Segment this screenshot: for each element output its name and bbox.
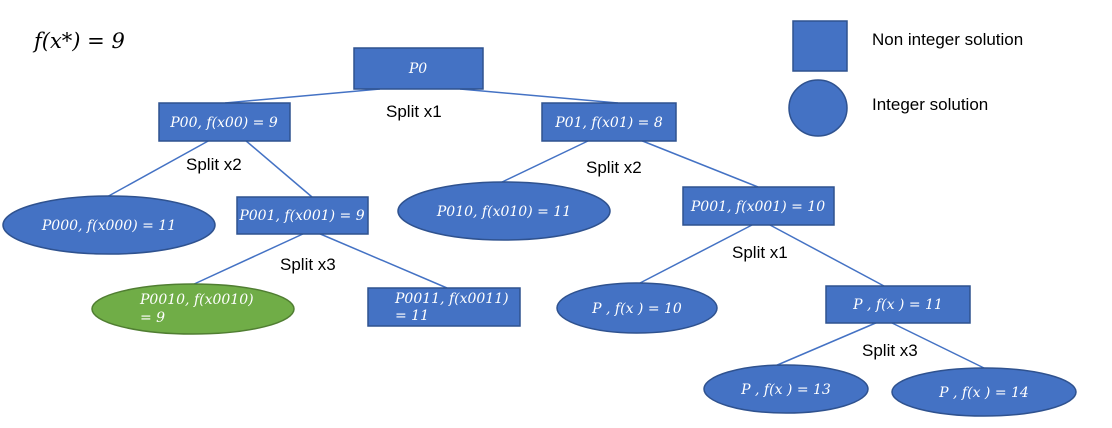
objective-value: f(x*) = 9 <box>32 29 125 53</box>
node-p0111: P , f(x ) = 11 <box>825 285 971 324</box>
split-label-root: Split x1 <box>386 102 442 121</box>
node-p00-label: P00, f(x00) = 9 <box>169 115 278 131</box>
node-p0011-label-line2: = 11 <box>395 308 429 324</box>
split-label-p011: Split x1 <box>732 243 788 262</box>
split-label-p00: Split x2 <box>186 155 242 174</box>
edge-p011-p0111 <box>769 224 885 287</box>
edge-p00-p000 <box>104 139 211 199</box>
node-p00: P00, f(x00) = 9 <box>158 102 291 142</box>
edge-p0-p01 <box>459 88 619 104</box>
split-label-p0111: Split x3 <box>862 341 918 360</box>
node-p001-label: P001, f(x001) = 9 <box>238 208 364 224</box>
edge-p001-p0010 <box>191 232 306 286</box>
node-p0: P0 <box>353 47 484 90</box>
node-p01: P01, f(x01) = 8 <box>541 102 677 142</box>
node-p0-label: P0 <box>408 61 427 77</box>
legend-rect-swatch <box>792 20 848 72</box>
edge-p0-p00 <box>224 88 381 104</box>
node-p011-label: P001, f(x001) = 10 <box>690 199 825 215</box>
split-label-p01: Split x2 <box>586 158 642 177</box>
edge-p00-p001 <box>244 139 313 198</box>
node-p010: P010, f(x010) = 11 <box>397 181 611 241</box>
node-p011: P001, f(x001) = 10 <box>682 186 835 226</box>
node-p01110-label: P , f(x ) = 13 <box>740 382 831 398</box>
edge-p0111-p01111 <box>889 321 985 369</box>
legend-rect-label: Non integer solution <box>872 30 1023 49</box>
node-p000: P000, f(x000) = 11 <box>2 195 216 255</box>
edge-p01-p010 <box>499 139 591 184</box>
tree-edges <box>104 88 985 369</box>
legend: Non integer solution Integer solution <box>788 20 1023 137</box>
split-label-p001: Split x3 <box>280 255 336 274</box>
node-p0011-label-line1: P0011, f(x0011) <box>394 291 509 307</box>
node-p0110: P , f(x ) = 10 <box>556 282 718 334</box>
node-p0111-label: P , f(x ) = 11 <box>852 297 943 313</box>
node-p0110-label: P , f(x ) = 10 <box>591 301 682 317</box>
node-p01110: P , f(x ) = 13 <box>703 364 869 414</box>
edge-p0111-p01110 <box>774 321 879 367</box>
node-p0010-label-line1: P0010, f(x0010) <box>139 292 254 308</box>
legend-ellipse-label: Integer solution <box>872 95 988 114</box>
edge-p001-p0011 <box>317 232 448 289</box>
node-p0010: P0010, f(x0010) = 9 <box>91 283 295 335</box>
node-p0010-label-line2: = 9 <box>140 310 165 326</box>
node-p01111-label: P , f(x ) = 14 <box>938 385 1029 401</box>
node-p000-label: P000, f(x000) = 11 <box>41 218 176 234</box>
legend-ellipse-swatch <box>788 79 848 137</box>
edge-p01-p011 <box>639 139 759 188</box>
node-p0011: P0011, f(x0011) = 11 <box>367 287 521 327</box>
node-p01111: P , f(x ) = 14 <box>891 367 1077 417</box>
node-p001: P001, f(x001) = 9 <box>236 196 369 235</box>
node-p01-label: P01, f(x01) = 8 <box>554 115 663 131</box>
edge-p011-p0110 <box>639 224 753 284</box>
node-p010-label: P010, f(x010) = 11 <box>436 204 571 220</box>
